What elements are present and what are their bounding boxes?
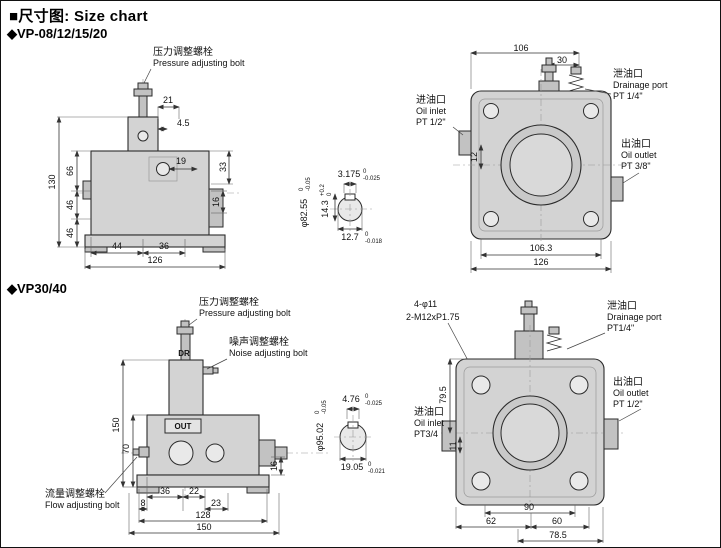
dim-785: 78.5 [549, 530, 567, 540]
dim-46a: 46 [65, 200, 75, 210]
dim-127-tol-bot: -0.018 [365, 239, 383, 245]
label-inlet-cn: 进油口 [416, 93, 446, 106]
dim-1905: 19.05 [341, 462, 364, 472]
dim-36: 36 [159, 241, 169, 251]
dim-1905-tol-bot: -0.021 [368, 469, 386, 475]
label-noise-bolt-en: Noise adjusting bolt [229, 348, 308, 358]
vp08-shaft-detail: 3.175 0 -0.025 14.3 +0.2 0 12.7 0 -0.018… [299, 169, 383, 245]
vp08-front-view: 106 30 泄油口 Drainage port PT 1/4" 进油口 Oil… [416, 43, 668, 273]
dim-36-2: 36 [160, 486, 170, 496]
label-outlet-en-2: Oil outlet [613, 388, 649, 398]
vp30-shaft-detail: 4.76 0 -0.025 19.05 0 -0.021 φ95.02 0 -0… [315, 394, 386, 475]
dim-150-left: 150 [111, 417, 121, 432]
dim-62: 62 [486, 516, 496, 526]
dim-12: 12 [469, 152, 479, 162]
dim-143: 14.3 [320, 200, 330, 218]
dim-16-2: 16 [269, 461, 279, 471]
dim-44: 44 [112, 241, 122, 251]
label-noise-bolt-cn: 噪声调整螺栓 [229, 335, 289, 348]
dim-3175-tol-top: 0 [363, 169, 367, 175]
dim-1905-tol-top: 0 [368, 462, 372, 468]
page-title: ■尺寸图: Size chart [9, 8, 148, 25]
vp30-front-view: 4-φ11 2-M12xP1.75 泄油口 Drainage port PT1/… [406, 299, 662, 544]
dim-126-front: 126 [533, 257, 548, 267]
label-drain-en: Drainage port [613, 80, 668, 90]
label-outlet-cn: 出油口 [621, 137, 651, 150]
dim-33: 33 [218, 162, 228, 172]
dim-130: 130 [47, 174, 57, 189]
dim-70: 70 [121, 444, 131, 454]
dim-106: 106 [513, 43, 528, 53]
label-dr-port: DR [178, 349, 190, 358]
label-outlet-size: PT 3/8" [621, 161, 651, 171]
label-outlet-size-2: PT 1/2" [613, 399, 643, 409]
label-thread-spec: 2-M12xP1.75 [406, 312, 460, 322]
dim-90: 90 [524, 502, 534, 512]
dim-8255: φ82.55 [299, 199, 309, 227]
label-pressure-bolt-en-2: Pressure adjusting bolt [199, 308, 291, 318]
label-inlet-en: Oil inlet [416, 106, 447, 116]
label-drain-size-2: PT1/4" [607, 323, 634, 333]
dim-1063: 106.3 [530, 243, 553, 253]
label-drain-en-2: Drainage port [607, 312, 662, 322]
label-inlet-en-2: Oil inlet [414, 418, 445, 428]
dim-8255-tol-top: 0 [299, 187, 305, 191]
dim-9502-tol-top: 0 [315, 410, 321, 414]
dim-476-tol-bot: -0.025 [365, 401, 383, 407]
label-pressure-bolt-en: Pressure adjusting bolt [153, 58, 245, 68]
section-vp30-heading: ◆VP30/40 [7, 281, 67, 296]
dim-8: 8 [140, 498, 145, 508]
dim-16: 16 [211, 197, 221, 207]
dim-143-tol-top: +0.2 [320, 183, 326, 196]
label-inlet-size-2: PT3/4 [414, 429, 438, 439]
dim-21: 21 [163, 95, 173, 105]
dim-143-tol-bot: 0 [327, 192, 333, 196]
dim-60: 60 [552, 516, 562, 526]
dim-3175-tol-bot: -0.025 [363, 176, 381, 182]
vp08-side-view: 压力调整螺栓 Pressure adjusting bolt 21 4.5 13… [47, 45, 245, 270]
dim-23: 23 [211, 498, 221, 508]
dim-127: 12.7 [341, 232, 359, 242]
label-inlet-size: PT 1/2" [416, 117, 446, 127]
dim-9502: φ95.02 [315, 423, 325, 451]
label-drain-cn-2: 泄油口 [607, 299, 637, 312]
dim-3175: 3.175 [338, 169, 361, 179]
dim-30: 30 [557, 55, 567, 65]
label-flow-bolt-cn: 流量调整螺栓 [45, 487, 105, 500]
vp08-drawing: 压力调整螺栓 Pressure adjusting bolt 21 4.5 13… [47, 43, 668, 273]
dim-476-tol-top: 0 [365, 394, 369, 400]
label-out-port: OUT [175, 422, 192, 431]
dim-9502-tol-bot: -0.05 [322, 400, 328, 414]
section-vp08-heading: ◆VP-08/12/15/20 [7, 26, 108, 41]
dim-8255-tol-bot: -0.05 [306, 177, 312, 191]
label-pressure-bolt-cn-2: 压力调整螺栓 [199, 297, 259, 308]
dim-19: 19 [176, 156, 186, 166]
dim-127-tol-top: 0 [365, 232, 369, 238]
label-drain-cn: 泄油口 [613, 67, 643, 80]
label-outlet-en: Oil outlet [621, 150, 657, 160]
label-outlet-cn-2: 出油口 [613, 375, 643, 388]
dim-126-side: 126 [147, 255, 162, 265]
dim-46b: 46 [65, 228, 75, 238]
dim-22: 22 [189, 486, 199, 496]
vp30-drawing: 压力调整螺栓 Pressure adjusting bolt DR 噪声调整螺栓… [45, 297, 662, 544]
label-drain-size: PT 1/4" [613, 91, 643, 101]
dim-795: 79.5 [438, 386, 448, 404]
label-flow-bolt-en: Flow adjusting bolt [45, 500, 120, 510]
dim-11: 11 [448, 441, 458, 450]
label-pressure-bolt-cn: 压力调整螺栓 [153, 45, 213, 58]
dim-128: 128 [195, 510, 210, 520]
dim-476: 4.76 [342, 394, 360, 404]
vp30-side-view: 压力调整螺栓 Pressure adjusting bolt DR 噪声调整螺栓… [45, 297, 331, 536]
label-inlet-cn-2: 进油口 [414, 405, 444, 418]
dim-150-bottom: 150 [196, 522, 211, 532]
dim-4-5: 4.5 [177, 118, 190, 128]
dim-66: 66 [65, 166, 75, 176]
label-mount-holes: 4-φ11 [414, 299, 437, 309]
